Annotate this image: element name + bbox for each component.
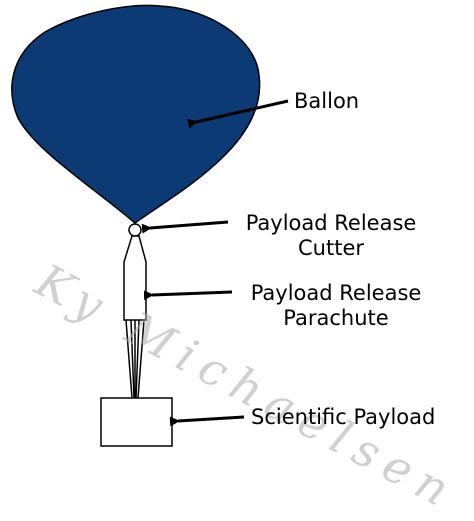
parachute-shape <box>123 235 147 321</box>
label-parachute-line1: Payload Release <box>250 281 422 305</box>
label-balloon: Ballon <box>294 89 360 113</box>
arrow-cutter <box>141 220 229 234</box>
label-parachute-line2: Parachute <box>283 306 389 330</box>
label-cutter: Payload Release Cutter <box>231 211 431 261</box>
label-cutter-line1: Payload Release <box>245 211 417 235</box>
payload-box <box>100 397 173 447</box>
balloon-diagram: Ky Michaelsen Ballon Payload Release Cut… <box>11 4 467 521</box>
balloon-shape <box>11 4 261 224</box>
diagram-drawing <box>11 4 289 447</box>
arrow-payload <box>169 415 245 427</box>
label-payload: Scientific Payload <box>251 405 436 429</box>
arrow-balloon <box>187 99 289 129</box>
label-cutter-line2: Cutter <box>298 236 364 260</box>
suspension-lines <box>125 319 145 399</box>
cutter-ring <box>128 223 142 237</box>
label-parachute: Payload Release Parachute <box>236 281 436 331</box>
arrow-parachute <box>143 290 233 301</box>
